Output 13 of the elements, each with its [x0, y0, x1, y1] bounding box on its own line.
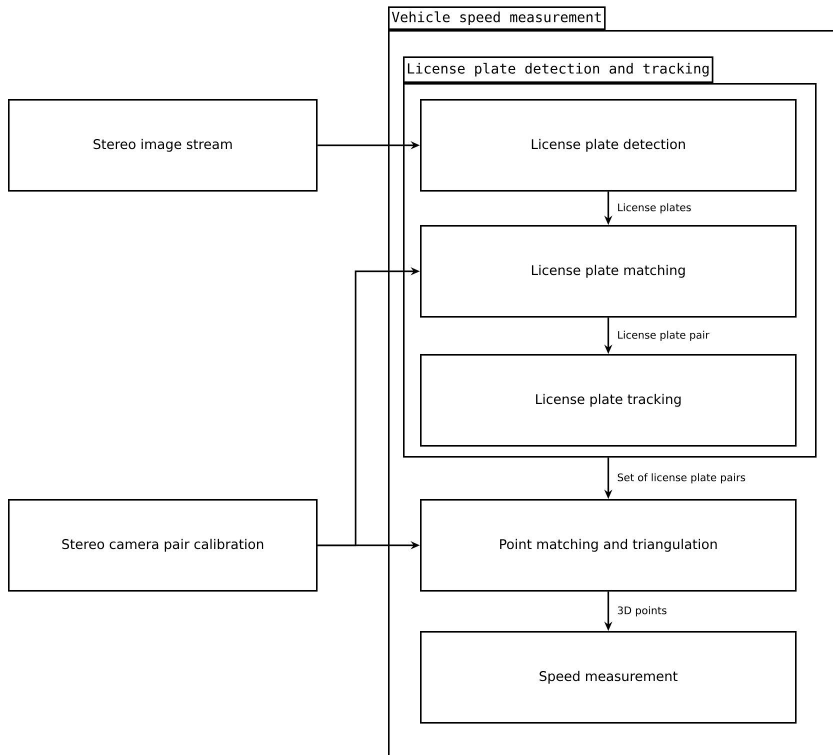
process-box: License plate matching: [420, 225, 797, 318]
group-title: Vehicle speed measurement: [388, 6, 606, 30]
edge-label: Set of license plate pairs: [616, 472, 747, 485]
process-box: License plate tracking: [420, 354, 797, 447]
process-box: Point matching and triangulation: [420, 499, 797, 592]
process-box: Stereo image stream: [8, 99, 318, 192]
process-box: Stereo camera pair calibration: [8, 499, 318, 592]
process-box: Speed measurement: [420, 631, 797, 724]
edge-label: 3D points: [616, 604, 668, 618]
edge-label: License plate pair: [616, 329, 711, 342]
group-title: License plate detection and tracking: [403, 56, 714, 83]
process-box: License plate detection: [420, 99, 797, 192]
edge-label: License plates: [616, 202, 693, 215]
